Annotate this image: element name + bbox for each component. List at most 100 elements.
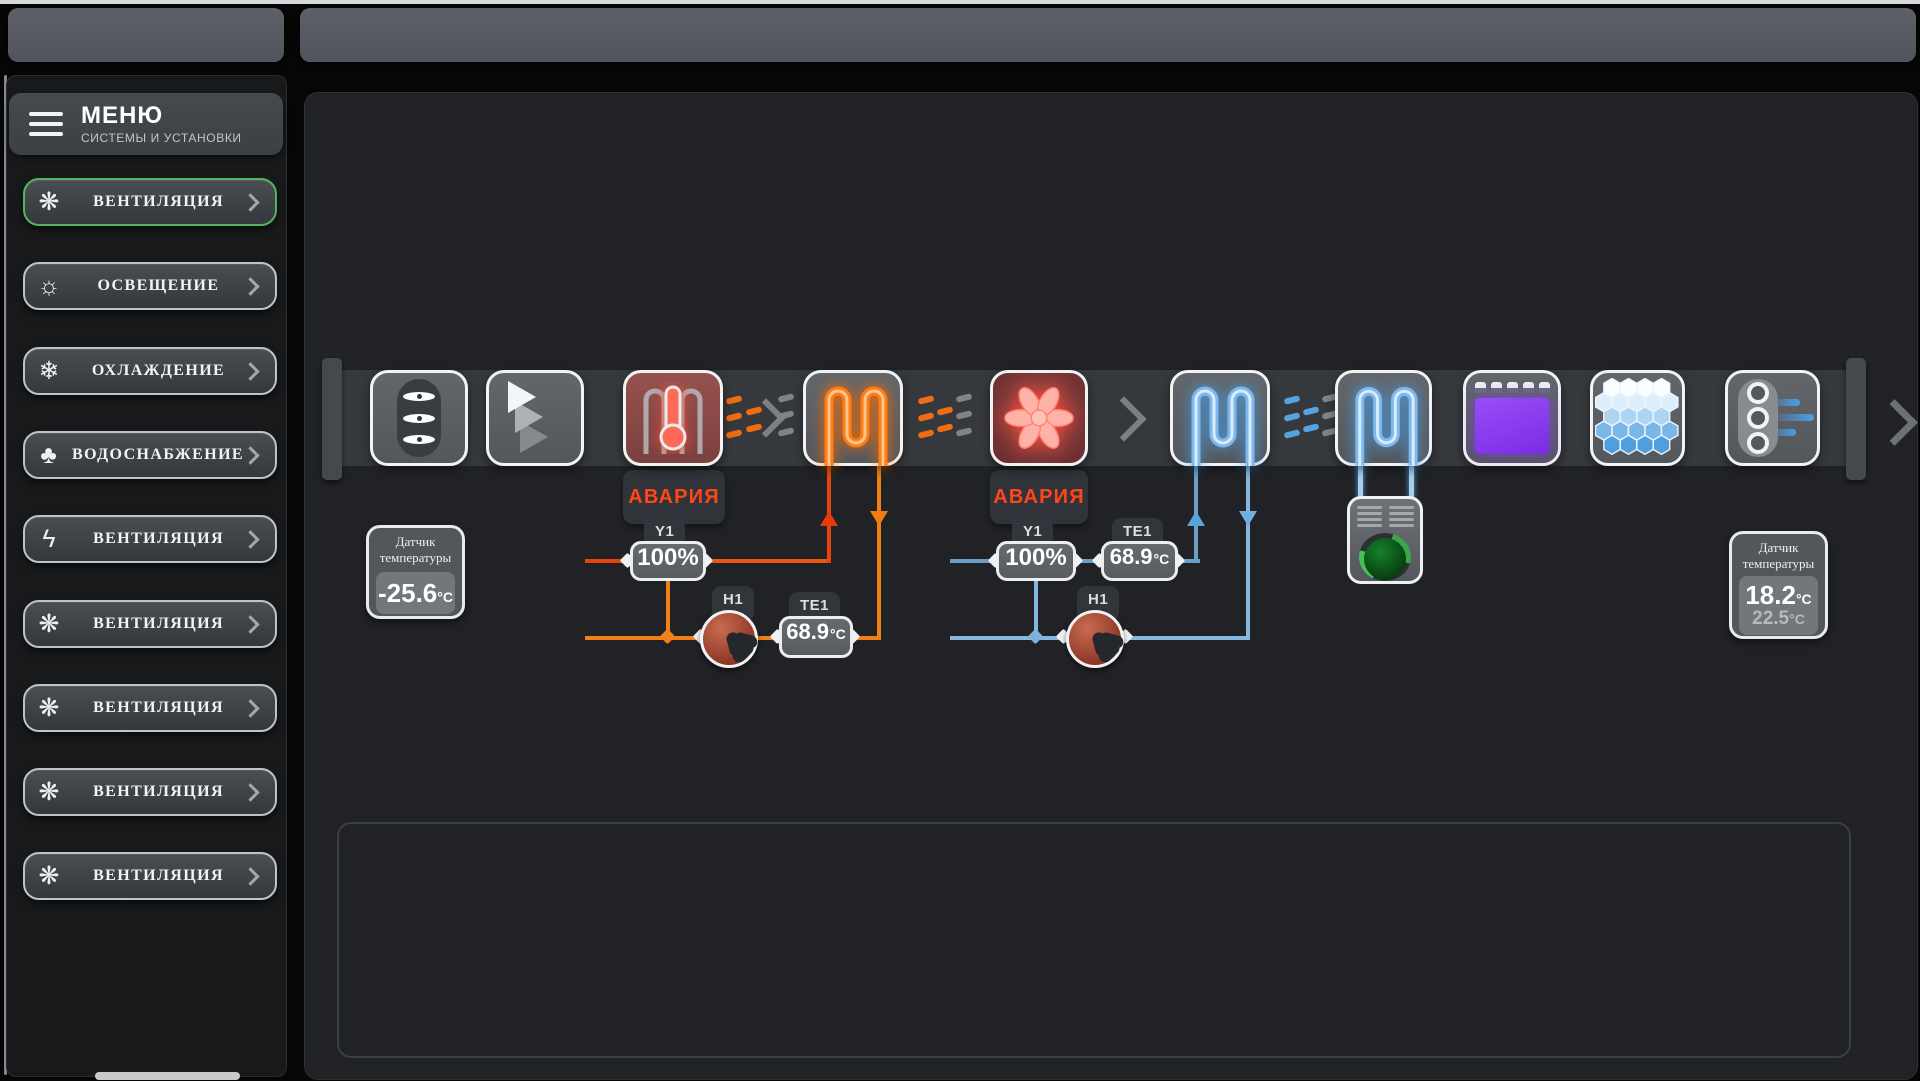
- fan-icon: [1004, 387, 1074, 449]
- damper-component[interactable]: [370, 370, 468, 466]
- chevron-right-icon: [241, 782, 260, 802]
- menu-header: МЕНЮ СИСТЕМЫ И УСТАНОВКИ: [9, 93, 283, 155]
- fan-alarm-badge: АВАРИЯ: [990, 470, 1088, 524]
- airflow-dashes: [725, 395, 743, 439]
- outdoor-temp-sensor[interactable]: Датчик температуры -25.6°C: [366, 525, 465, 619]
- sidebar-item-label: ОХЛАЖДЕНИЕ: [91, 362, 226, 379]
- supply-temp-sensor[interactable]: Датчик температуры 18.2°C 22.5°C: [1729, 531, 1828, 639]
- status-knob[interactable]: [1359, 533, 1411, 581]
- sidebar-item-lighting[interactable]: ☼ ОСВЕЩЕНИЕ: [23, 262, 277, 310]
- cooling-pump[interactable]: [1066, 610, 1125, 668]
- chevron-right-icon: [241, 529, 260, 549]
- heating-pump[interactable]: [700, 610, 759, 668]
- control-pipe: [1409, 464, 1414, 498]
- cold-return-riser: [1246, 464, 1250, 640]
- cold-valve-drop-pipe: [1034, 578, 1038, 638]
- sensor-unit: °C: [1789, 611, 1805, 628]
- event-log-panel: [337, 822, 1851, 1058]
- fan-icon: ❋: [38, 609, 60, 638]
- sidebar-item-label: ВЕНТИЛЯЦИЯ: [93, 783, 224, 800]
- heater-icon: [643, 385, 703, 454]
- sensor-unit: °C: [437, 588, 453, 605]
- cooling-temp-value[interactable]: 68.9°C: [1101, 541, 1178, 581]
- fan-icon: ❋: [38, 187, 60, 216]
- heating-valve-value[interactable]: 100%: [630, 541, 706, 581]
- heater-alarm-component[interactable]: [623, 370, 723, 466]
- hot-return-riser: [877, 464, 881, 640]
- topbar-left-panel: [8, 8, 284, 62]
- sidebar-item-cooling[interactable]: ❄ ОХЛАЖДЕНИЕ: [23, 347, 277, 395]
- chevron-right-icon: [241, 445, 260, 465]
- air-jet: [1772, 414, 1814, 421]
- green-indicator-icon: [1364, 538, 1406, 580]
- control-pipe: [1358, 464, 1363, 498]
- chevron-right-icon: [241, 361, 260, 381]
- airflow-dashes: [1283, 395, 1301, 439]
- check-valve-component[interactable]: [486, 370, 584, 466]
- chevron-right-icon: [241, 192, 260, 212]
- damper-icon: [397, 379, 441, 457]
- flow-arrow-up-icon: [1187, 511, 1205, 526]
- diffuser-icon: [1738, 379, 1778, 457]
- check-valve-icon: [502, 381, 568, 455]
- valve-value-text: 100%: [1005, 544, 1067, 571]
- diffuser-component[interactable]: [1725, 370, 1820, 466]
- hamburger-menu-icon[interactable]: [29, 112, 63, 136]
- sidebar-item-label: ВЕНТИЛЯЦИЯ: [93, 615, 224, 632]
- snowflake-icon: ❄: [38, 356, 60, 385]
- temp-value-text: 68.9: [786, 619, 830, 644]
- flow-arrow-down-icon: [870, 511, 888, 526]
- chevron-right-icon: [241, 866, 260, 886]
- airflow-dashes: [917, 395, 935, 439]
- hot-return-pipe: [853, 636, 881, 640]
- sidebar-item-label: ВЕНТИЛЯЦИЯ: [93, 530, 224, 547]
- sensor-value: -25.6: [378, 577, 438, 608]
- sidebar-item-ventilation-2[interactable]: ϟ ВЕНТИЛЯЦИЯ: [23, 515, 277, 563]
- sidebar-item-ventilation-5[interactable]: ❋ ВЕНТИЛЯЦИЯ: [23, 768, 277, 816]
- chevron-right-icon: [241, 614, 260, 634]
- flow-arrow-up-icon: [820, 511, 838, 526]
- sidebar-item-ventilation-6[interactable]: ❋ ВЕНТИЛЯЦИЯ: [23, 852, 277, 900]
- fan-icon: ❋: [38, 861, 60, 890]
- airflow-dashes: [1302, 406, 1320, 433]
- honeycomb-filter-component[interactable]: [1590, 370, 1685, 466]
- cold-supply-pipe: [1072, 559, 1104, 563]
- sensor-value-box: 18.2°C 22.5°C: [1739, 576, 1818, 635]
- horizontal-scrollbar[interactable]: [95, 1072, 240, 1080]
- topbar-right-panel: [300, 8, 1916, 62]
- chevron-right-icon: [241, 698, 260, 718]
- hot-supply-pipe: [585, 559, 633, 563]
- sidebar-edge: [4, 75, 7, 1075]
- thermometer-icon: [659, 385, 687, 451]
- cooling-coil-2-component[interactable]: [1335, 370, 1432, 466]
- sidebar-item-label: ВЕНТИЛЯЦИЯ: [93, 867, 224, 884]
- cooling-valve-value[interactable]: 100%: [996, 541, 1076, 581]
- heating-coil-component[interactable]: [803, 370, 903, 466]
- heater-alarm-badge: АВАРИЯ: [623, 470, 725, 524]
- sidebar-item-label: ВЕНТИЛЯЦИЯ: [93, 699, 224, 716]
- cooling-coil-icon: [1355, 386, 1418, 466]
- uv-lamp-icon: [1474, 382, 1550, 454]
- sidebar-item-ventilation-3[interactable]: ❋ ВЕНТИЛЯЦИЯ: [23, 600, 277, 648]
- air-jet: [1768, 429, 1796, 436]
- heating-temp-value[interactable]: 68.9°C: [779, 616, 853, 658]
- temp-unit: °C: [830, 626, 846, 642]
- sidebar-item-water-supply[interactable]: ♣ ВОДОСНАБЖЕНИЕ: [23, 431, 277, 479]
- cooling-coil-1-component[interactable]: [1170, 370, 1270, 466]
- temp-unit: °C: [1153, 551, 1170, 567]
- sidebar-item-label: ВЕНТИЛЯЦИЯ: [93, 193, 224, 210]
- sidebar-item-ventilation-4[interactable]: ❋ ВЕНТИЛЯЦИЯ: [23, 684, 277, 732]
- temp-value-text: 68.9: [1109, 544, 1153, 569]
- coil-control-unit[interactable]: [1347, 496, 1423, 584]
- fan-icon: ❋: [38, 693, 60, 722]
- sidebar-item-ventilation-1[interactable]: ❋ ВЕНТИЛЯЦИЯ: [23, 178, 277, 226]
- uv-filter-component[interactable]: [1463, 370, 1561, 466]
- menu-subtitle: СИСТЕМЫ И УСТАНОВКИ: [81, 130, 242, 145]
- vent-grille-icon: [1356, 506, 1414, 527]
- hot-pump-pipe: [755, 636, 783, 640]
- cold-supply-pipe: [1175, 559, 1200, 563]
- lightning-icon: ϟ: [42, 524, 56, 553]
- sensor-value-box: -25.6°C: [376, 572, 455, 614]
- fan-alarm-component[interactable]: [990, 370, 1088, 466]
